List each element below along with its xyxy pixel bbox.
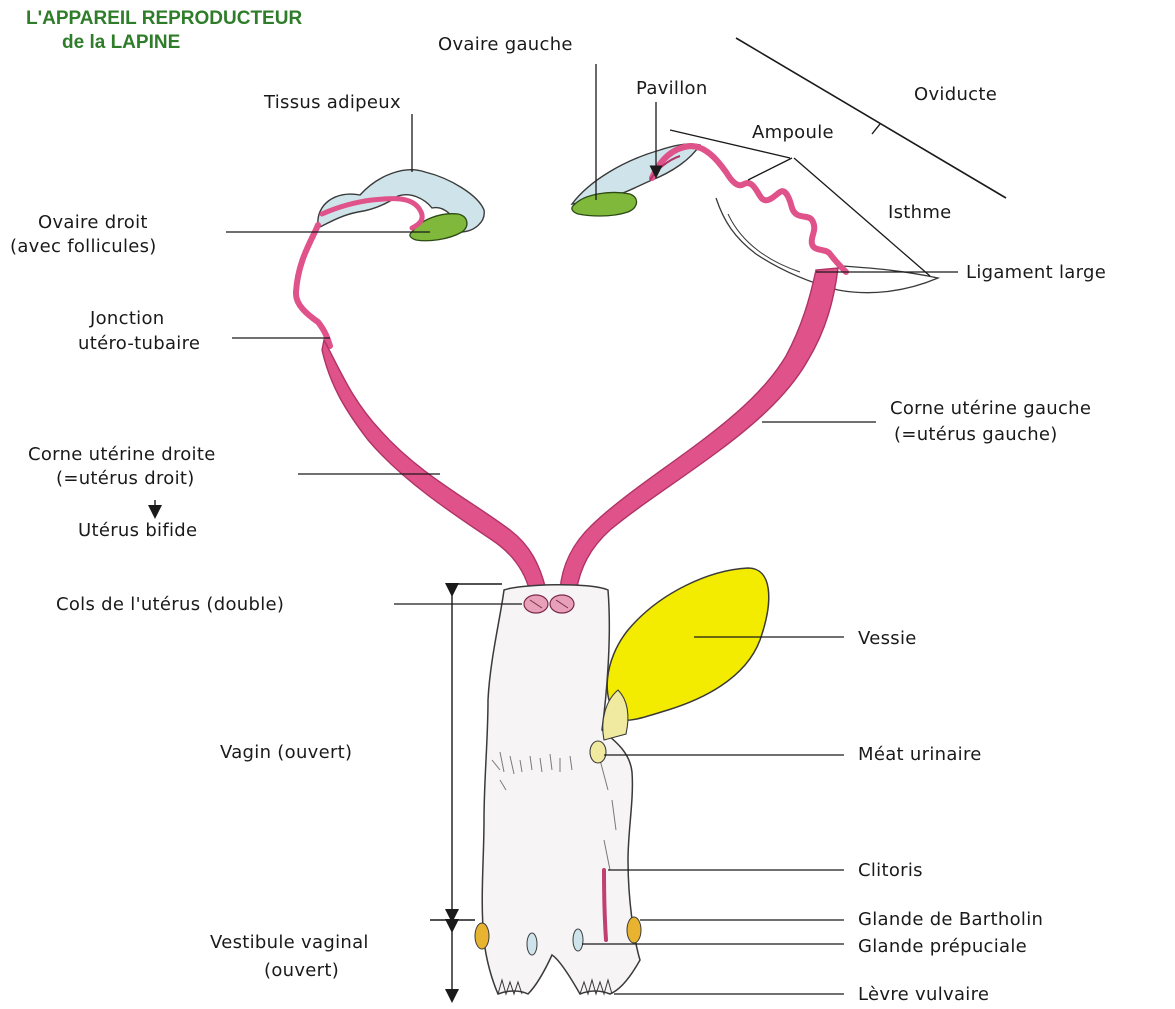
label-levre: Lèvre vulvaire [858,984,989,1005]
label-utero-tubaire: utéro-tubaire [78,333,200,354]
label-corne-droite: Corne utérine droite [28,444,216,465]
label-pavillon: Pavillon [636,78,708,99]
label-ovaire-gauche: Ovaire gauche [438,34,573,55]
right-uterine-horn [322,340,546,592]
oviducte-bracket-tick [872,124,880,134]
right-oviduct [296,225,330,346]
bartholin-gland-left [475,923,489,949]
urinary-meatus [590,741,606,763]
label-ampoule: Ampoule [752,122,834,143]
label-uterus-gauche: (=utérus gauche) [894,424,1058,445]
label-bartholin: Glande de Bartholin [858,909,1043,930]
label-vagin: Vagin (ouvert) [220,742,352,763]
label-ligament-large: Ligament large [966,262,1106,283]
label-avec-follicules: (avec follicules) [10,236,157,257]
label-cols: Cols de l'utérus (double) [56,594,284,615]
label-oviducte: Oviducte [914,84,997,105]
label-vessie: Vessie [858,628,917,649]
label-isthme: Isthme [888,202,952,223]
label-vestibule: Vestibule vaginal [210,932,369,953]
bladder-neck [603,690,628,740]
broad-ligament-inner [728,214,800,272]
clitoris [604,870,606,940]
label-meat: Méat urinaire [858,744,982,765]
oviducte-bracket [736,38,1006,198]
label-clitoris: Clitoris [858,860,923,881]
left-uterine-horn [560,268,838,592]
diagram-title-line2: de la LAPINE [62,32,180,54]
label-corne-gauche: Corne utérine gauche [890,398,1091,419]
bladder [607,568,769,720]
label-uterus-droit: (=utérus droit) [56,468,195,489]
bartholin-gland-right [627,917,641,943]
label-preputiale: Glande prépuciale [858,936,1027,957]
preputial-gland-right [573,929,583,951]
label-ouvert: (ouvert) [264,960,339,981]
label-ovaire-droit: Ovaire droit [38,212,148,233]
label-jonction: Jonction [90,308,165,329]
label-tissus-adipeux: Tissus adipeux [264,92,401,113]
preputial-gland-left [527,933,537,955]
diagram-title-line1: L'APPAREIL REPRODUCTEUR [26,8,302,30]
right-ovary [410,214,467,241]
label-uterus-bifide: Utérus bifide [78,520,197,541]
